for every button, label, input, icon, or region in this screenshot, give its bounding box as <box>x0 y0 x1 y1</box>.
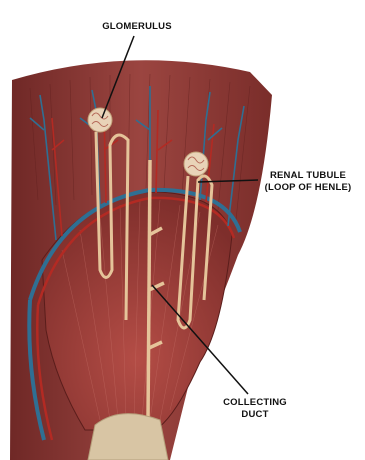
glomerulus-2 <box>184 152 208 176</box>
glomerulus-label: GLOMERULUS <box>92 21 182 33</box>
renal-tubule-label: RENAL TUBULE (LOOP OF HENLE) <box>254 170 362 194</box>
collecting-duct-label: COLLECTING DUCT <box>210 397 300 421</box>
glomerulus-1 <box>88 108 112 132</box>
